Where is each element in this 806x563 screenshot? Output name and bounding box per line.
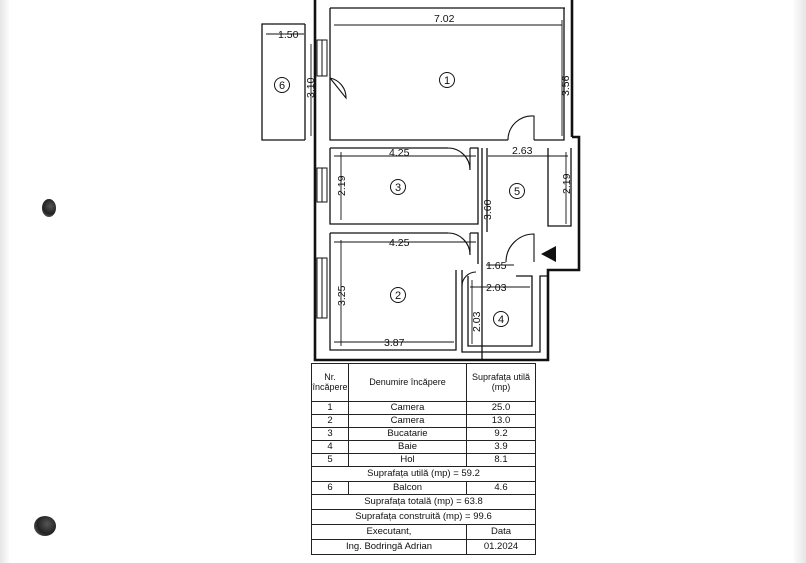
table-row: 6 Balcon 4.6 [311, 481, 536, 495]
dim-bath-height: 2.03 [471, 311, 483, 332]
page-edge-right [794, 0, 806, 563]
row-name: Baie [348, 440, 467, 454]
table-header-row: Nr. încăpere Denumire încăpere Suprafața… [311, 363, 536, 402]
outer-walls [313, 0, 581, 362]
room-number-4: 4 [498, 314, 504, 326]
row-name: Camera [348, 401, 467, 415]
row-name: Camera [348, 414, 467, 428]
row-area: 8.1 [466, 453, 536, 467]
table-row: 5 Hol 8.1 [311, 453, 536, 467]
table-row: 4 Baie 3.9 [311, 440, 536, 454]
row-nr: 6 [311, 481, 349, 495]
room-area-table: Nr. încăpere Denumire încăpere Suprafața… [311, 363, 536, 555]
useful-total-row: Suprafața utilă (mp) = 59.2 [311, 466, 536, 482]
row-area: 3.9 [466, 440, 536, 454]
dim-room1-width: 7.02 [434, 13, 455, 25]
row-nr: 2 [311, 414, 349, 428]
executant-header-row: Executant, Data [311, 524, 536, 540]
door-swings [329, 77, 535, 287]
useful-total: Suprafața utilă (mp) = 59.2 [311, 466, 536, 482]
row-nr: 4 [311, 440, 349, 454]
table-row: 2 Camera 13.0 [311, 414, 536, 428]
dim-room1-height: 3.56 [560, 75, 572, 96]
row-name: Balcon [348, 481, 467, 495]
total-area-row: Suprafața totală (mp) = 63.8 [311, 494, 536, 510]
room-number-5: 5 [514, 186, 520, 198]
row-name: Bucatarie [348, 427, 467, 441]
dim-hall-width: 2.63 [512, 145, 533, 157]
room-number-3: 3 [395, 182, 401, 194]
dimension-labels: 7.02 3.56 1.50 3.10 4.25 2.19 2.63 2.19 … [278, 13, 573, 349]
dim-balcony-width: 1.50 [278, 29, 299, 41]
header-room-number: Nr. încăpere [311, 363, 349, 402]
dim-balcony-height: 3.10 [305, 77, 317, 98]
room-number-1: 1 [444, 75, 450, 87]
page-edge-left [0, 0, 9, 563]
built-area-row: Suprafața construită (mp) = 99.6 [311, 509, 536, 525]
row-area: 13.0 [466, 414, 536, 428]
inner-walls [329, 7, 572, 360]
table-row: 1 Camera 25.0 [311, 401, 536, 415]
header-room-name: Denumire încăpere [348, 363, 467, 402]
built-area: Suprafața construită (mp) = 99.6 [311, 509, 536, 525]
executant-name: Ing. Bodringă Adrian [311, 539, 467, 555]
header-useful-area: Suprafața utilă (mp) [466, 363, 536, 402]
dim-kitchen-height: 2.19 [336, 175, 348, 196]
dimension-lines [266, 20, 568, 346]
balcony-walls [261, 23, 306, 141]
dim-room2-height: 3.25 [336, 285, 348, 306]
dim-hall-entry: 1.65 [486, 260, 507, 272]
room-numbers: 1 2 3 4 5 6 [279, 75, 520, 326]
executant-label: Executant, [311, 524, 467, 540]
date-value: 01.2024 [466, 539, 536, 555]
executant-row: Ing. Bodringă Adrian 01.2024 [311, 539, 536, 555]
dim-kitchen-width: 4.25 [389, 147, 410, 159]
dim-room2-bottom-width: 3.87 [384, 337, 405, 349]
row-nr: 3 [311, 427, 349, 441]
row-nr: 5 [311, 453, 349, 467]
room-number-6: 6 [279, 80, 285, 92]
row-name: Hol [348, 453, 467, 467]
total-area: Suprafața totală (mp) = 63.8 [311, 494, 536, 510]
date-label: Data [466, 524, 536, 540]
room-number-circles [274, 72, 525, 327]
row-area: 25.0 [466, 401, 536, 415]
entry-arrow [541, 246, 556, 262]
table-row: 3 Bucatarie 9.2 [311, 427, 536, 441]
room-number-2: 2 [395, 290, 401, 302]
dim-bath-width: 2.03 [486, 282, 507, 294]
dim-hall-height: 2.19 [561, 173, 573, 194]
row-nr: 1 [311, 401, 349, 415]
dim-room2-top-width: 4.25 [389, 237, 410, 249]
windows [316, 39, 328, 319]
row-area: 9.2 [466, 427, 536, 441]
binder-hole-bottom [34, 516, 56, 536]
binder-hole-top [42, 199, 56, 217]
row-area: 4.6 [466, 481, 536, 495]
dim-hall-length: 3.60 [482, 199, 494, 220]
